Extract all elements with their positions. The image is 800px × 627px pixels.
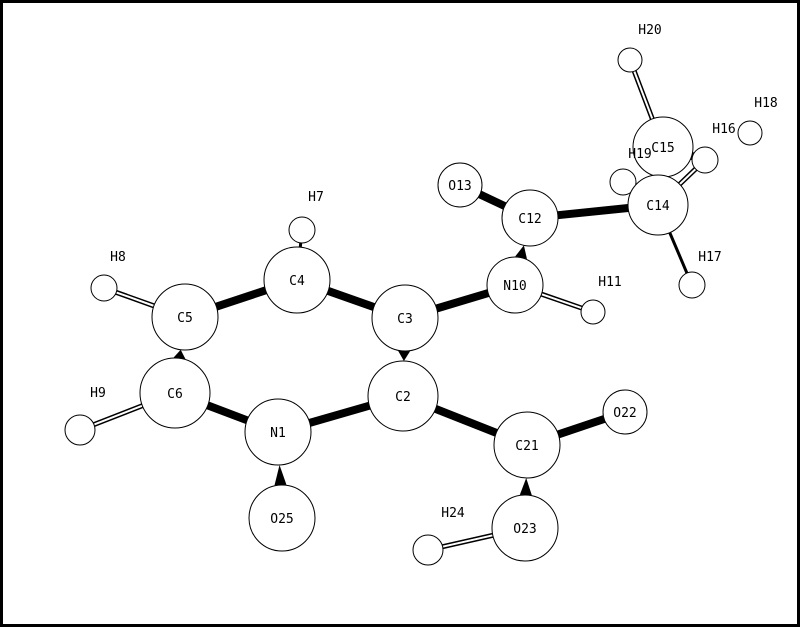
atom-label-h17: H17 [698,250,721,265]
atom-label-c3: C3 [397,312,413,327]
atom-o23 [491,494,559,562]
atom-c21 [493,411,561,479]
atom-label-o22: O22 [613,406,636,421]
atom-c4 [263,246,331,314]
bond-c3-c4 [326,287,376,311]
bond-c2-c3 [398,350,411,362]
atom-o22 [602,389,648,435]
atom-h24 [412,534,444,566]
atom-n10 [486,256,544,314]
atom-label-c14: C14 [646,199,670,214]
atom-label-c2: C2 [395,390,411,405]
bond-c2-c21 [434,405,498,437]
atom-c6 [139,357,211,429]
bond-c12-c14 [557,204,629,220]
atom-o13 [437,162,483,208]
atom-c5 [151,283,219,351]
atom-label-c4: C4 [289,274,305,289]
atom-label-h18: H18 [754,96,777,111]
atom-h17 [678,271,706,299]
bond-n10-h11-inner [541,293,582,310]
atom-h11 [580,299,606,325]
atom-label-h16: H16 [712,122,735,137]
atom-label-c5: C5 [177,311,193,326]
atom-label-h20: H20 [638,23,661,38]
atom-h9 [64,414,96,446]
atom-label-c12: C12 [518,212,541,227]
bond-c6-h9-inner [93,404,143,426]
atom-h8 [90,274,118,302]
bond-c5-h8-inner [115,291,155,307]
atom-h20 [617,47,643,73]
atom-label-h7: H7 [308,190,324,205]
atom-label-c15: C15 [651,141,674,156]
atom-label-o25: O25 [270,512,293,527]
bond-c12-o13 [478,190,507,210]
atom-label-h11: H11 [598,275,621,290]
atom-label-o13: O13 [448,179,471,194]
atom-o25 [248,484,316,552]
bond-c15-h20-inner [633,70,654,120]
bond-c4-c5 [215,286,267,311]
atom-c14 [627,174,689,236]
atom-c3 [371,284,439,352]
atom-label-c6: C6 [167,387,183,402]
atom-h18 [737,120,763,146]
atom-label-n10: N10 [503,279,526,294]
atom-h7 [288,216,316,244]
bond-n1-c2 [308,401,371,427]
bond-c14-h18x-inner [678,168,697,185]
bond-c12-n10 [515,245,527,259]
bond-n1-o25 [274,464,287,486]
atom-h16 [691,146,719,174]
atom-label-h24: H24 [441,506,465,521]
bond-c21-o22 [556,415,606,439]
bond-n10-c3 [435,289,490,313]
atom-n1 [244,398,312,466]
bond-c14-h17 [668,232,689,274]
atom-label-h19: H19 [628,147,651,162]
atom-label-c21: C21 [515,439,538,454]
atom-label-h9: H9 [90,386,106,401]
atom-c2 [367,360,439,432]
bond-c5-c6 [173,349,186,360]
atom-label-o23: O23 [513,522,536,537]
bond-c21-o23 [519,477,532,496]
bond-o23-h24-inner [442,534,494,548]
atom-label-h8: H8 [110,250,126,265]
bond-c6-n1 [206,401,249,425]
atom-c12 [501,189,559,247]
atom-label-n1: N1 [270,426,286,441]
atom-h19 [609,168,637,196]
